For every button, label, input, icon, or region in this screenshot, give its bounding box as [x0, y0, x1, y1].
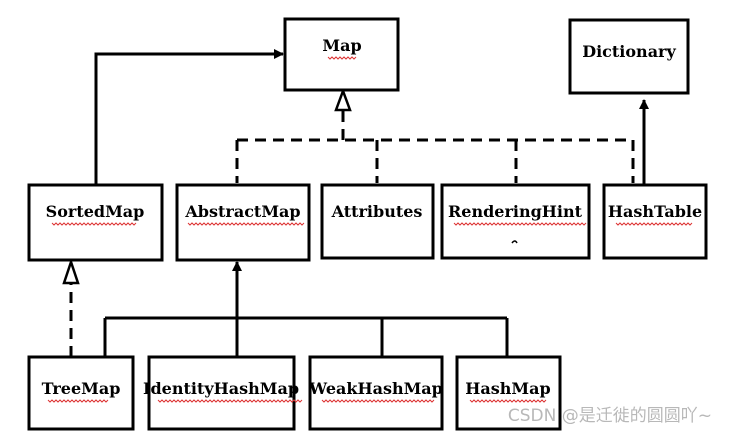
node-attributes-label: Attributes	[331, 202, 423, 221]
node-hashmap-label: HashMap	[465, 379, 550, 398]
node-map: Map	[283, 17, 400, 92]
node-treemap-label: TreeMap	[42, 379, 121, 398]
node-hashtable-label: HashTable	[608, 202, 702, 221]
node-abstractmap-label: AbstractMap	[184, 202, 300, 221]
edge-realization-to-map	[235, 110, 635, 183]
node-hashmap: HashMap	[455, 355, 562, 431]
node-dictionary-label: Dictionary	[582, 42, 676, 61]
node-identityhashmap-label: IdentityHashMap	[143, 379, 299, 398]
node-abstractmap: AbstractMap	[175, 183, 311, 262]
edge-bottom-bus-to-abstractmap	[103, 261, 509, 357]
node-attributes: Attributes	[320, 183, 435, 260]
node-hashtable: HashTable	[602, 183, 708, 260]
node-map-label: Map	[322, 36, 361, 55]
node-weakhashmap-label: WeakHashMap	[308, 379, 443, 398]
hollow-triangle-map	[334, 87, 352, 112]
node-sortedmap: SortedMap	[27, 183, 164, 262]
node-sortedmap-label: SortedMap	[46, 202, 145, 221]
edge-sortedmap-to-map	[94, 49, 284, 185]
node-treemap: TreeMap	[27, 355, 135, 431]
node-weakhashmap: WeakHashMap	[308, 355, 444, 431]
node-renderinghint: RenderingHint	[440, 183, 591, 260]
hollow-triangle-sortedmap	[62, 258, 80, 285]
node-identityhashmap: IdentityHashMap	[143, 355, 303, 431]
node-dictionary: Dictionary	[568, 18, 690, 95]
node-renderinghint-label: RenderingHint	[448, 202, 583, 221]
csdn-watermark: CSDN @是迁徙的圆圆吖~	[508, 406, 712, 426]
